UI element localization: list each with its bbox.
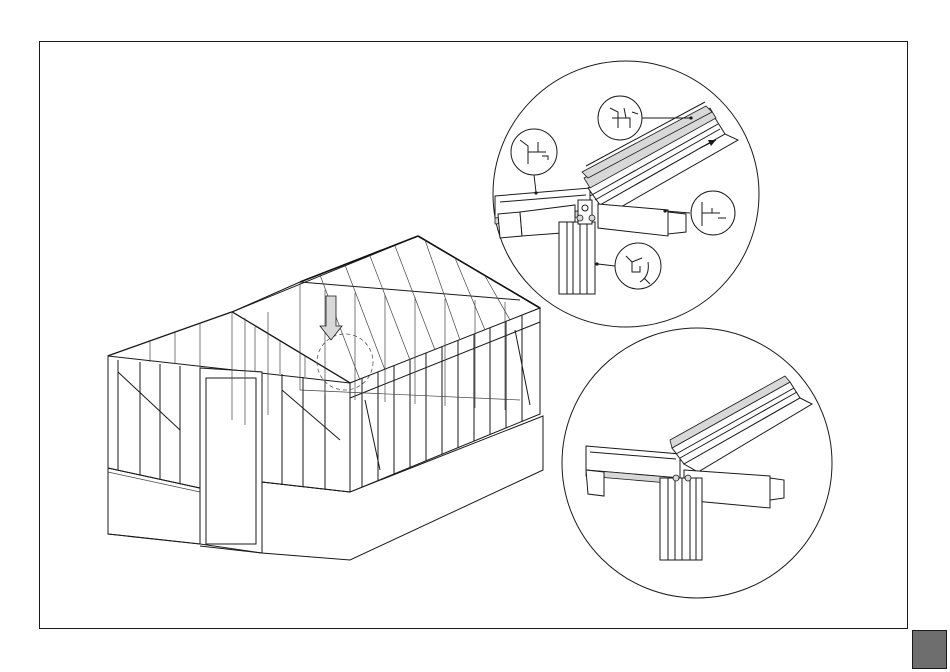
ridge-detail-assembled <box>562 328 832 598</box>
profile-callout-corner <box>595 243 661 289</box>
profile-callout-eave <box>511 129 557 195</box>
door <box>200 368 262 553</box>
greenhouse-drawing <box>108 236 543 560</box>
ridge-detail-exploded <box>493 61 759 327</box>
